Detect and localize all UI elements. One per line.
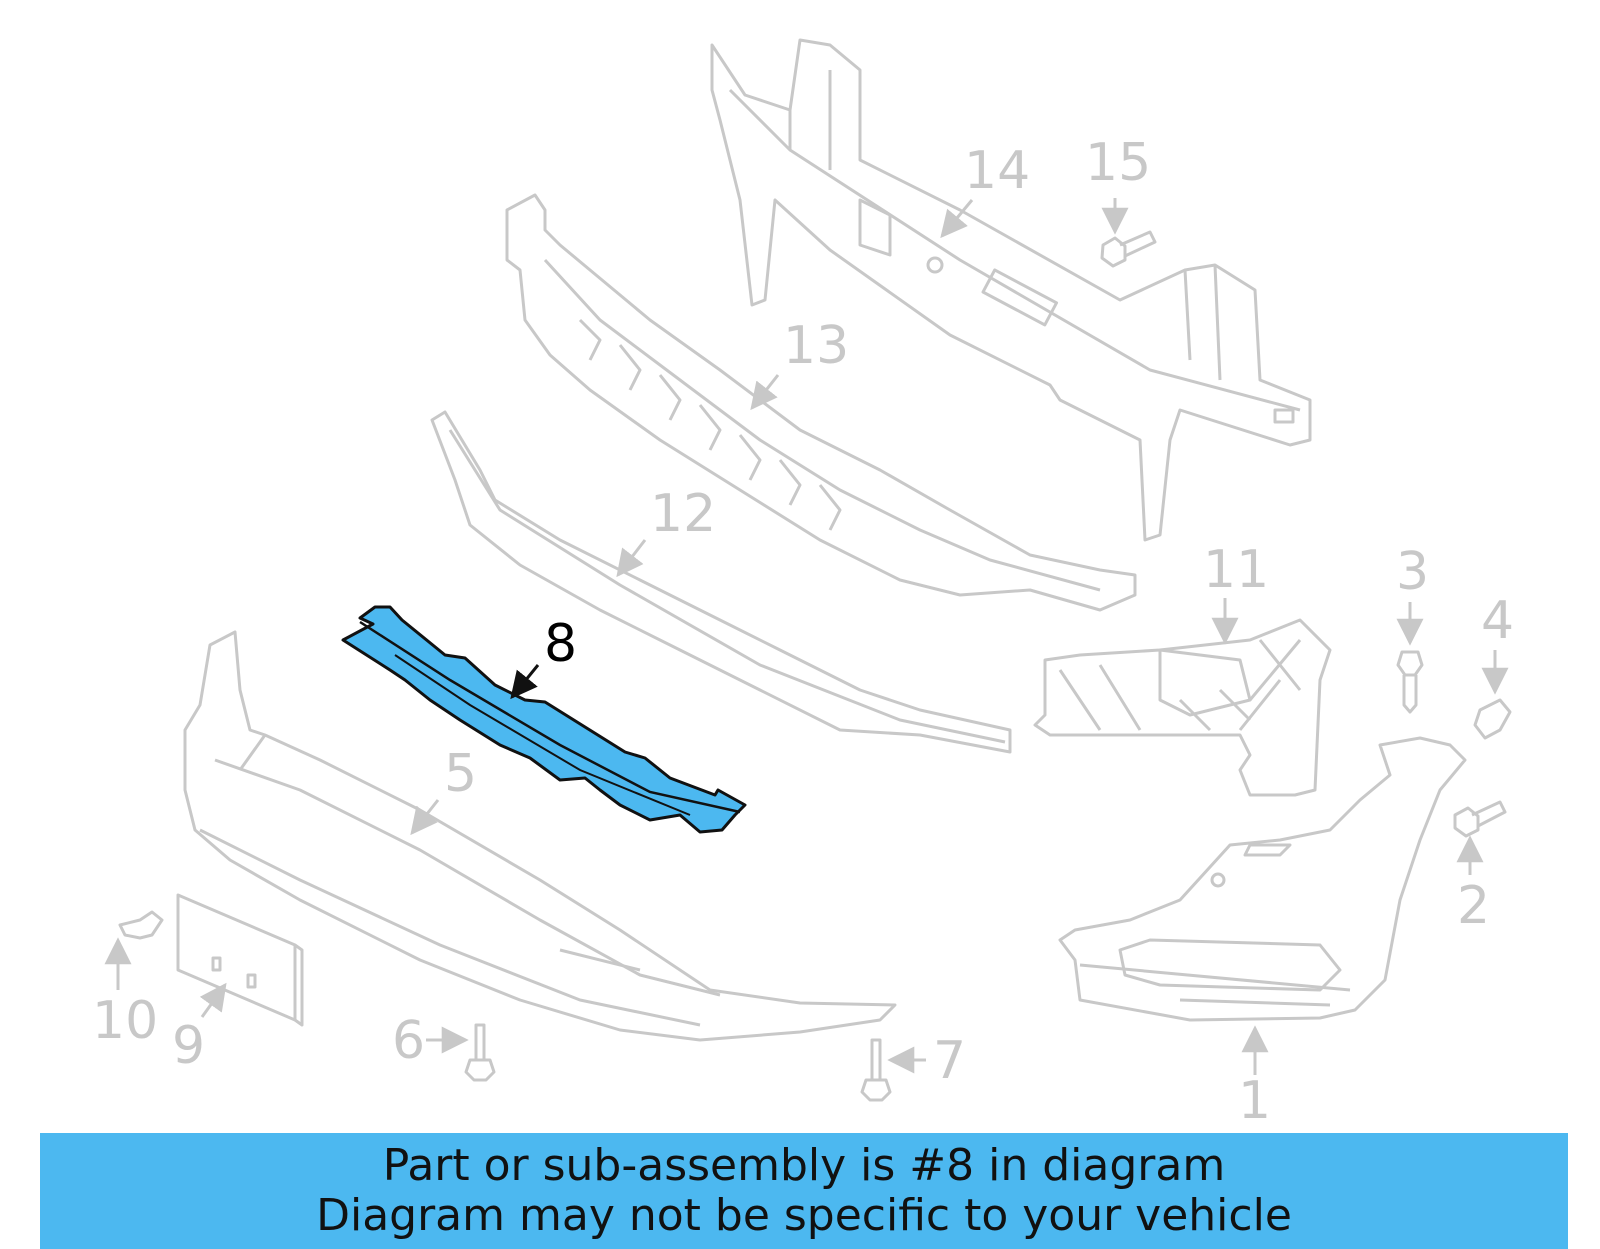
leader-arrow-8 <box>510 664 540 700</box>
info-banner: Part or sub-assembly is #8 in diagram Di… <box>40 1133 1568 1249</box>
callout-6: 6 <box>392 1011 426 1071</box>
parts-diagram <box>104 38 1512 1102</box>
banner-line-part-number: Part or sub-assembly is #8 in diagram <box>382 1140 1226 1191</box>
part-5-lower-valance <box>183 630 897 1042</box>
callout-7: 7 <box>933 1031 967 1091</box>
leader-arrows <box>104 198 1509 1075</box>
part-7-bolt <box>860 1038 892 1102</box>
callout-9: 9 <box>172 1016 206 1076</box>
callout-13: 13 <box>783 316 850 376</box>
callout-5: 5 <box>444 744 478 804</box>
banner-line-disclaimer: Diagram may not be specific to your vehi… <box>316 1190 1292 1241</box>
callout-11: 11 <box>1203 540 1270 600</box>
part-6-bolt <box>464 1023 496 1082</box>
part-3-screw <box>1396 650 1424 714</box>
callout-8-highlighted: 8 <box>544 614 578 674</box>
part-13-energy-absorber <box>505 193 1137 612</box>
callout-15: 15 <box>1085 133 1152 193</box>
callout-10: 10 <box>92 991 159 1051</box>
part-11-grille <box>1033 618 1332 797</box>
part-8-highlighted-support[interactable] <box>341 605 747 834</box>
part-4-clip <box>1473 698 1512 740</box>
callout-3: 3 <box>1396 542 1430 602</box>
part-2-bolt <box>1453 800 1507 838</box>
part-12-bumper-strip <box>430 410 1012 754</box>
callout-14: 14 <box>964 141 1031 201</box>
callout-4: 4 <box>1481 591 1515 651</box>
part-15-bolt <box>1100 230 1157 268</box>
part-9-license-bracket <box>176 893 304 1027</box>
part-10-push-pin <box>118 910 164 940</box>
callout-2: 2 <box>1457 876 1491 936</box>
callout-1: 1 <box>1238 1071 1272 1131</box>
callout-12: 12 <box>650 484 717 544</box>
part-1-bumper-cover-side <box>1058 736 1467 1022</box>
part-14-reinforcement-beam <box>710 38 1312 542</box>
